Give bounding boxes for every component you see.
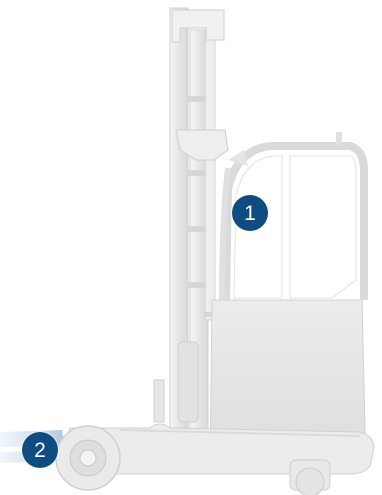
hotspot-1-marker[interactable]: 1 — [232, 195, 268, 231]
front-wheel — [56, 426, 120, 490]
operator-cab — [210, 132, 366, 470]
hotspot-2-marker[interactable]: 2 — [22, 432, 58, 468]
rear-wheel — [296, 468, 324, 495]
hotspot-2-label: 2 — [34, 440, 46, 461]
hotspot-1-label: 1 — [244, 203, 256, 224]
